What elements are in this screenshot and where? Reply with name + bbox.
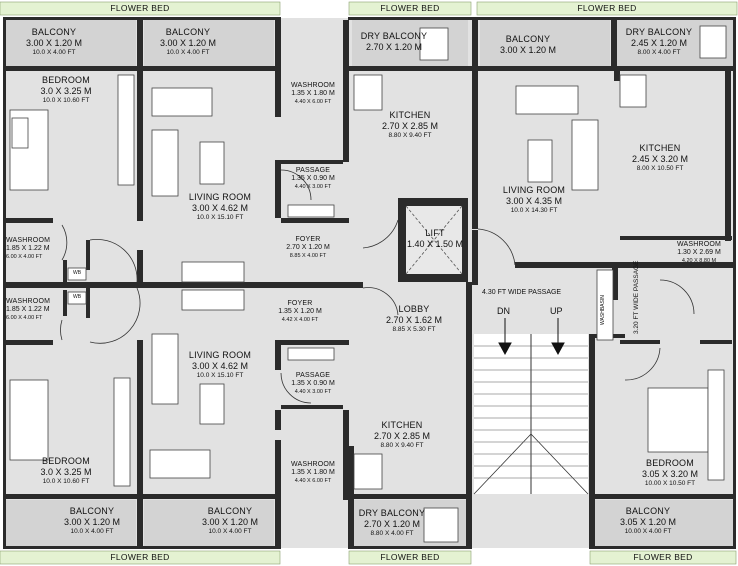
flower-bed-label: FLOWER BED bbox=[577, 3, 637, 13]
walls bbox=[3, 17, 736, 549]
stair-up-label: UP bbox=[550, 306, 563, 316]
flower-bed-label: FLOWER BED bbox=[380, 552, 440, 562]
stair-arrows bbox=[498, 318, 565, 356]
wide-passage-label: 4.30 FT WIDE PASSAGE bbox=[482, 289, 562, 296]
stair-treads bbox=[474, 345, 588, 479]
flower-bed-label: FLOWER BED bbox=[110, 552, 170, 562]
flower-bed-label: FLOWER BED bbox=[110, 3, 170, 13]
washbasin-label: WASHBASIN bbox=[600, 295, 606, 325]
stair-down-label: DN bbox=[497, 306, 510, 316]
washbasin-label: WASHBASIN bbox=[296, 351, 326, 357]
flower-bed-label: FLOWER BED bbox=[380, 3, 440, 13]
furniture bbox=[9, 25, 727, 543]
lift-shaft bbox=[398, 198, 468, 282]
wb-label: WB bbox=[72, 270, 82, 276]
flower-bed-label: FLOWER BED bbox=[633, 552, 693, 562]
door-swings bbox=[60, 169, 695, 404]
staircase bbox=[473, 334, 589, 495]
washbasin-label: WASHBASIN bbox=[296, 208, 326, 214]
wb-label: WB bbox=[72, 294, 82, 300]
passage-width-label: 3.20 FT WIDE PASSAGE bbox=[633, 260, 640, 334]
